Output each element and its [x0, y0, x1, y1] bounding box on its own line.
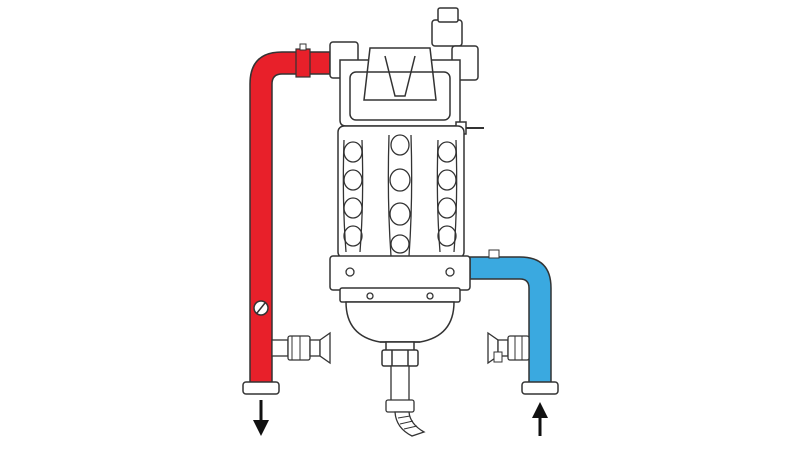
drain-valve-left — [271, 331, 331, 365]
arrow-down-icon — [253, 400, 269, 436]
flue-pipe — [385, 365, 426, 437]
drain-valve-right — [487, 331, 530, 365]
flow-sensor-icon — [253, 300, 269, 316]
heat-exchanger-channels — [342, 134, 458, 300]
arrow-up-icon — [532, 402, 548, 436]
cold-inlet-pipe — [469, 249, 559, 395]
hot-outlet-pipe — [242, 43, 331, 395]
